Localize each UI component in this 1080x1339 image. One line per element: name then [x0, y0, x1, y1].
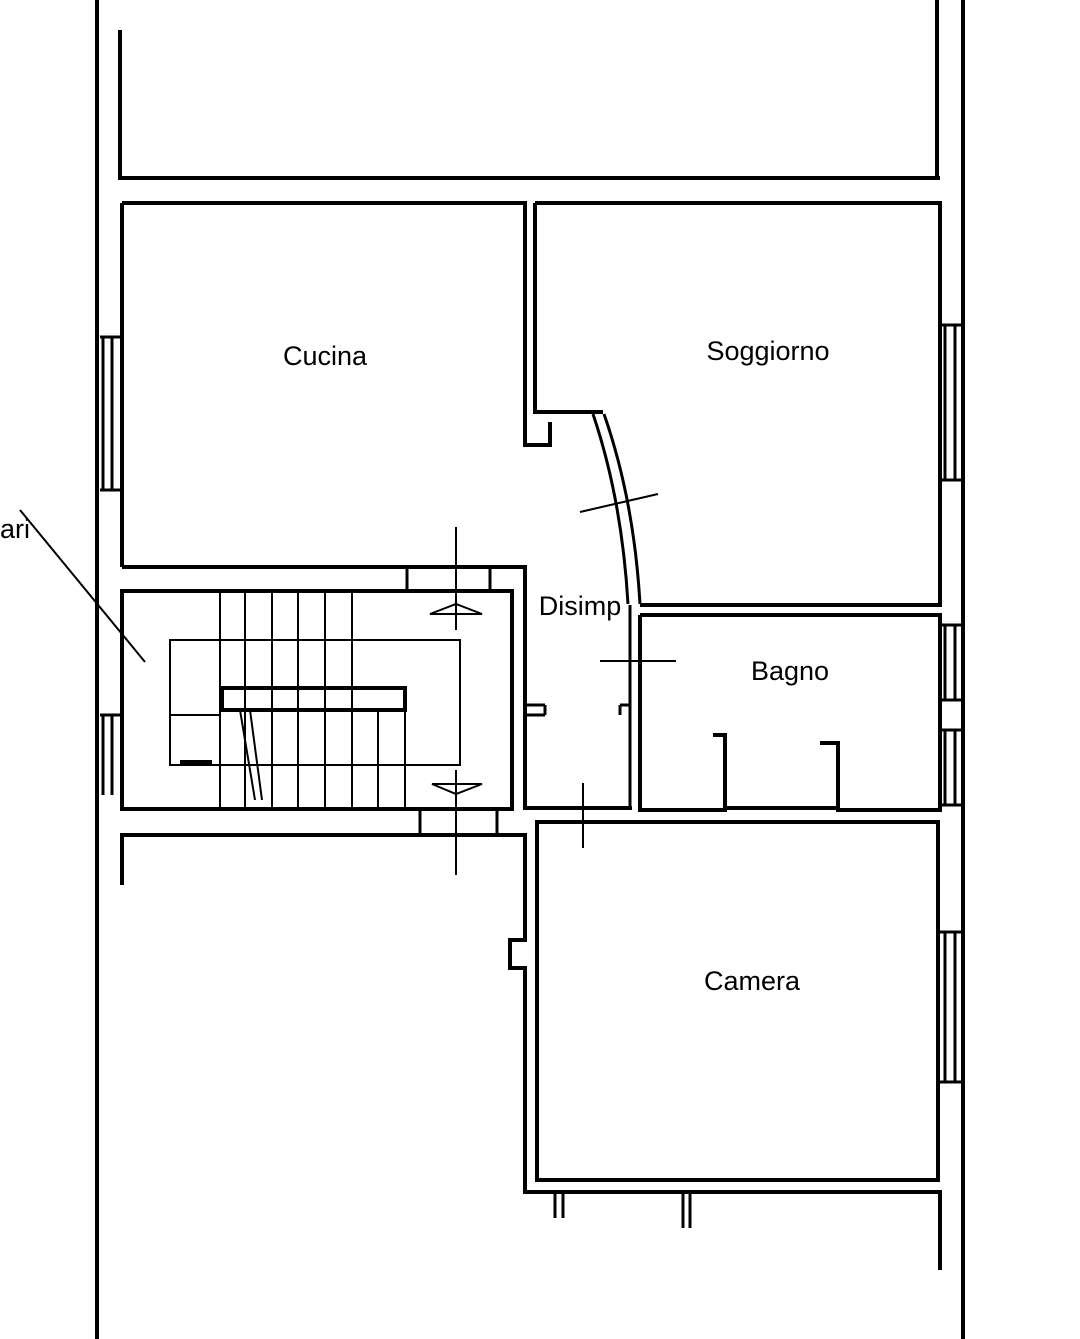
room-label-soggiorno: Soggiorno [706, 336, 829, 366]
cucina-room [100, 201, 552, 810]
room-label-bagno: Bagno [751, 656, 829, 686]
bagno-room [600, 613, 962, 812]
room-label-cucina: Cucina [283, 341, 368, 371]
side-note-label: ari [0, 514, 30, 544]
room-label-disimpegno: Disimp [539, 591, 622, 621]
disimpegno-corridor [527, 605, 632, 848]
soggiorno-room [533, 201, 962, 607]
stairwell [19, 509, 514, 875]
room-label-camera: Camera [704, 966, 801, 996]
outer-walls [95, 0, 965, 1339]
camera-room [120, 820, 962, 1270]
